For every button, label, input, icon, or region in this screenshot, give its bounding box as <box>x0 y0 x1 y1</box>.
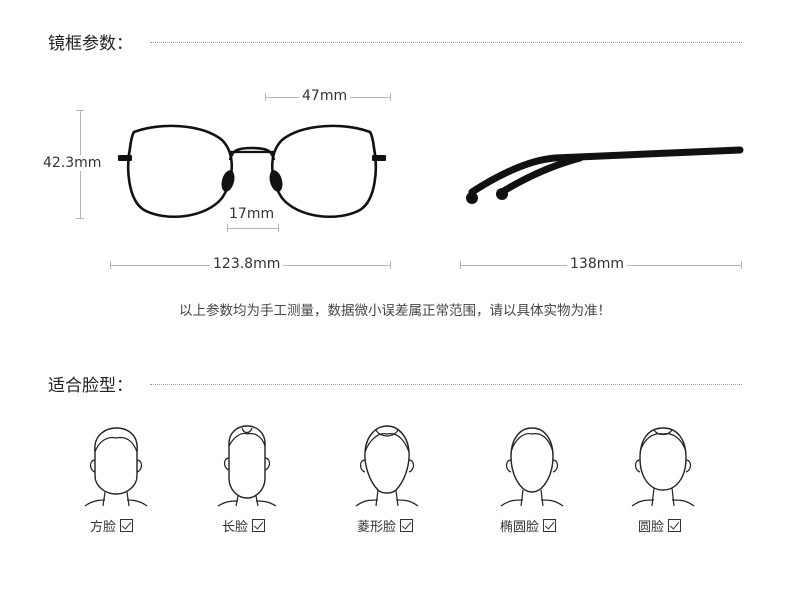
face-label-text: 长脸 <box>222 520 249 535</box>
frame-width-label: 123.8mm <box>210 256 284 272</box>
face-label-text: 菱形脸 <box>357 520 397 535</box>
temple-arm-inner <box>498 154 584 196</box>
frame-width-tick-right <box>390 261 391 269</box>
checkbox-checked-icon <box>120 519 134 532</box>
bridge-width-label: 17mm <box>229 206 275 222</box>
square-face-icon <box>84 427 148 507</box>
face-label-long: 长脸 <box>222 516 266 535</box>
face-label-text: 椭圆脸 <box>500 520 540 535</box>
temple-length-tick-right <box>741 261 742 269</box>
face-title-dotted-divider <box>150 384 742 385</box>
oval-face-icon <box>500 427 564 507</box>
lens-height-tick-top <box>76 110 84 111</box>
frame-params-title: 镜框参数： <box>48 34 133 54</box>
temple-tip-left <box>466 192 478 204</box>
frame-width-tick-left <box>110 261 111 269</box>
temple-side-illustration <box>466 146 744 204</box>
temple-arm-outer <box>468 146 744 196</box>
lens-width-label: 47mm <box>299 88 351 104</box>
bridge-width-dimension-line <box>227 228 279 229</box>
diamond-face-icon <box>355 425 419 507</box>
long-face-icon <box>217 425 277 507</box>
face-label-oval: 椭圆脸 <box>500 516 557 535</box>
title-dotted-divider <box>150 42 742 43</box>
face-shape-title: 适合脸型： <box>48 376 133 396</box>
face-label-text: 圆脸 <box>638 520 665 535</box>
left-nose-pad <box>221 170 235 192</box>
lens-height-tick-bottom <box>76 218 84 219</box>
lens-width-tick-right <box>390 93 391 101</box>
right-nose-pad <box>269 170 283 192</box>
measurement-notice: 以上参数均为手工测量，数据微小误差属正常范围，请以具体实物为准！ <box>179 303 611 319</box>
temple-length-tick-left <box>460 261 461 269</box>
checkbox-checked-icon <box>543 519 557 532</box>
checkbox-checked-icon <box>668 519 682 532</box>
checkbox-checked-icon <box>252 519 266 532</box>
right-lens-rim <box>270 124 378 219</box>
bridge-width-tick-left <box>227 224 228 232</box>
lens-height-label: 42.3mm <box>40 155 105 171</box>
round-face-icon <box>631 427 695 507</box>
temple-tip-right <box>496 188 508 200</box>
face-label-text: 方脸 <box>90 520 117 535</box>
bridge-width-tick-right <box>278 224 279 232</box>
checkbox-checked-icon <box>400 519 414 532</box>
face-label-square: 方脸 <box>90 516 134 535</box>
temple-length-label: 138mm <box>567 256 627 272</box>
bridge <box>228 146 276 161</box>
left-lens-rim <box>126 124 234 219</box>
face-label-diamond: 菱形脸 <box>357 516 414 535</box>
face-label-round: 圆脸 <box>638 516 682 535</box>
glasses-front-illustration <box>118 124 386 219</box>
lens-width-tick-left <box>265 93 266 101</box>
